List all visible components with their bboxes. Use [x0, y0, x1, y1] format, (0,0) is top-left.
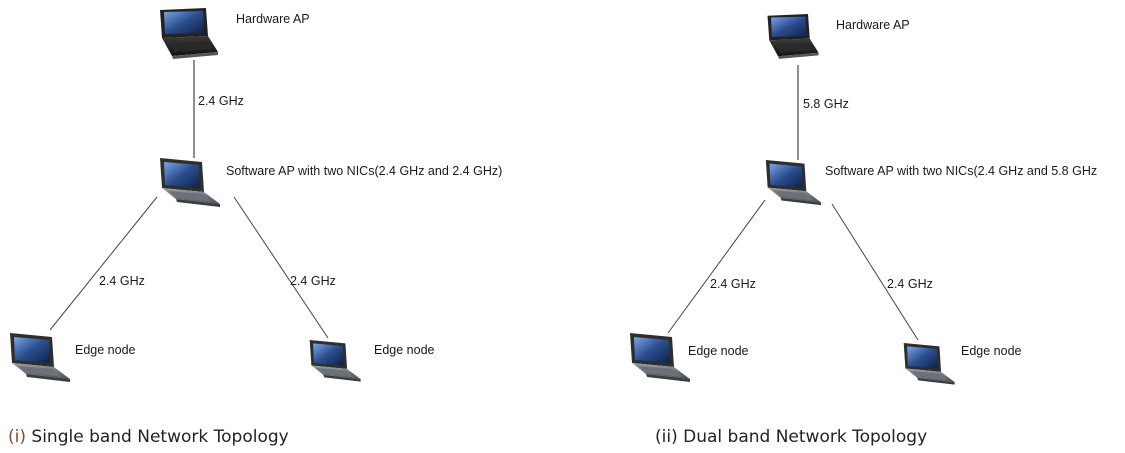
uplink-frequency-label: 2.4 GHz	[198, 94, 244, 108]
hardware-ap-label: Hardware AP	[236, 12, 310, 26]
link-software-to-edge-right-right	[831, 203, 919, 341]
software-ap-laptop-icon	[160, 158, 220, 207]
hardware-ap-laptop-icon	[160, 8, 218, 59]
right-link-frequency-label: 2.4 GHz	[887, 277, 933, 291]
diagram-caption-left: (i) Single band Network Topology	[8, 427, 289, 447]
link-software-to-edge-left-right	[667, 199, 766, 334]
diagram-caption-right: (ii) Dual band Network Topology	[655, 427, 927, 447]
edge-node-laptop-icon	[903, 343, 955, 385]
right-link-frequency-label: 2.4 GHz	[290, 274, 336, 288]
edge-node-laptop-icon	[309, 340, 361, 382]
uplink-frequency-label: 5.8 GHz	[803, 97, 849, 111]
edge-node-laptop-icon	[10, 333, 70, 382]
link-software-to-edge-right-left	[233, 196, 329, 339]
caption-number: (i)	[8, 427, 26, 447]
edge-node-label: Edge node	[688, 344, 749, 358]
edge-node-laptop-icon	[630, 333, 690, 382]
edge-node-label: Edge node	[374, 343, 435, 357]
edge-node-label: Edge node	[961, 344, 1022, 358]
hardware-ap-label: Hardware AP	[836, 18, 910, 32]
software-ap-label: Software AP with two NICs(2.4 GHz and 5.…	[825, 164, 1098, 178]
left-link-frequency-label: 2.4 GHz	[99, 274, 145, 288]
left-link-frequency-label: 2.4 GHz	[710, 277, 756, 291]
software-ap-laptop-icon	[765, 160, 822, 206]
caption-number: (ii)	[655, 427, 678, 447]
software-ap-label: Software AP with two NICs(2.4 GHz and 2.…	[226, 164, 503, 178]
link-software-to-edge-left-left	[49, 196, 158, 331]
edge-node-label: Edge node	[75, 343, 136, 357]
caption-text: Single band Network Topology	[31, 427, 289, 447]
caption-text: Dual band Network Topology	[683, 427, 928, 447]
hardware-ap-laptop-icon	[767, 14, 819, 59]
